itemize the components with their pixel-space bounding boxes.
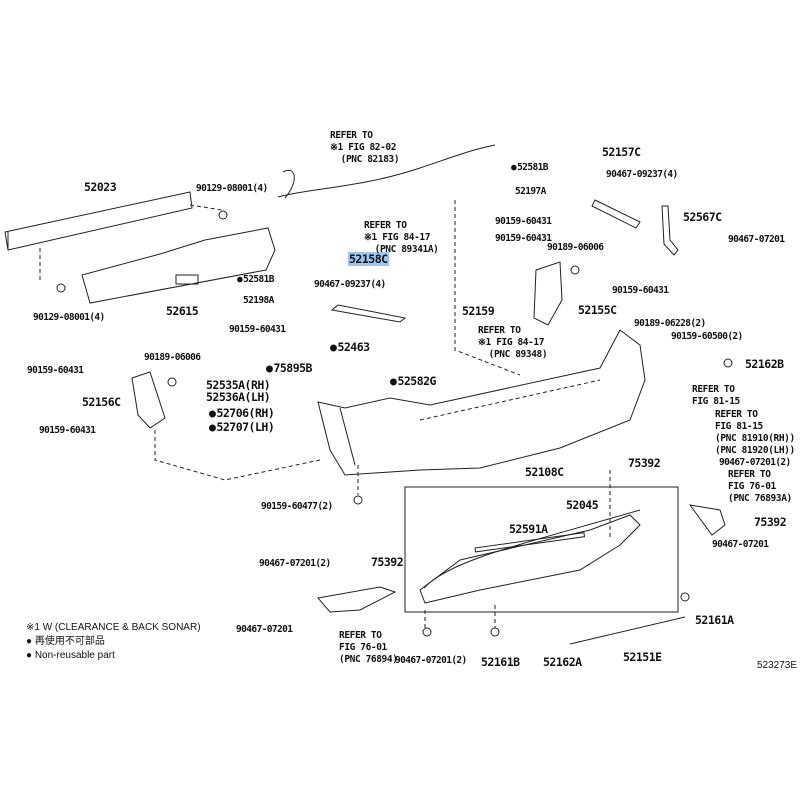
refer-fig-84-17-89348[interactable]: REFER TO ※1 FIG 84-17 (PNC 89348) xyxy=(478,325,548,360)
part-90467-09237-b[interactable]: 90467-09237(4) xyxy=(606,169,678,180)
part-52197A[interactable]: 52197A xyxy=(515,186,546,197)
part-90189-06228[interactable]: 90189-06228(2) xyxy=(634,318,706,329)
part-90159-60431-f[interactable]: 90159-60431 xyxy=(39,425,96,436)
part-90159-60431-c[interactable]: 90159-60431 xyxy=(495,233,552,244)
part-90467-07201-b2[interactable]: 90467-07201(2) xyxy=(395,655,467,666)
part-90159-60431-d[interactable]: 90159-60431 xyxy=(612,285,669,296)
part-52536A-lh[interactable]: 52536A(LH) xyxy=(206,390,271,404)
part-90467-07201-r2[interactable]: 90467-07201(2) xyxy=(719,457,791,468)
part-90129-08001-upper[interactable]: 90129-08001(4) xyxy=(196,183,268,194)
legend-note-w: ※1 W (CLEARANCE & BACK SONAR) xyxy=(26,622,201,633)
part-52591A[interactable]: 52591A xyxy=(509,522,548,536)
part-52615[interactable]: 52615 xyxy=(166,304,199,318)
part-52108C[interactable]: 52108C xyxy=(525,465,564,479)
part-75392-left[interactable]: 75392 xyxy=(371,555,404,569)
part-52535A-rh[interactable]: 52535A(RH) xyxy=(206,378,271,392)
part-90189-06006-b[interactable]: 90189-06006 xyxy=(144,352,201,363)
refer-fig-81-15-b[interactable]: REFER TO FIG 81-15 (PNC 81910(RH)) (PNC … xyxy=(715,409,795,456)
lower-moulding-shape xyxy=(569,616,686,645)
part-75392-center[interactable]: 75392 xyxy=(628,456,661,470)
part-90159-60431-e[interactable]: 90159-60431 xyxy=(27,365,84,376)
legend: ※1 W (CLEARANCE & BACK SONAR) ● 再使用不可部品 … xyxy=(26,621,201,663)
part-90467-07201-l[interactable]: 90467-07201 xyxy=(236,624,293,635)
part-52161A[interactable]: 52161A xyxy=(695,613,734,627)
figure-code: 523273E xyxy=(757,660,798,671)
side-retainer-right-shape xyxy=(591,199,641,229)
bumper-side-bracket-left xyxy=(131,371,166,429)
part-52155C[interactable]: 52155C xyxy=(578,303,617,317)
part-90159-60431-b[interactable]: 90159-60431 xyxy=(495,216,552,227)
part-52158C[interactable]: 52158C xyxy=(348,252,389,266)
lower-cover-group-box xyxy=(404,486,679,613)
part-52157C[interactable]: 52157C xyxy=(602,145,641,159)
part-75895B[interactable]: 75895B xyxy=(266,362,312,375)
legend-non-reusable-jp: ● 再使用不可部品 xyxy=(26,636,105,647)
part-90467-07201-l2[interactable]: 90467-07201(2) xyxy=(259,558,331,569)
part-52198A[interactable]: 52198A xyxy=(243,295,274,306)
part-90467-07201-r[interactable]: 90467-07201 xyxy=(712,539,769,550)
part-52463[interactable]: 52463 xyxy=(330,341,370,354)
part-90159-60500[interactable]: 90159-60500(2) xyxy=(671,331,743,342)
part-52151E[interactable]: 52151E xyxy=(623,650,662,664)
part-52162A[interactable]: 52162A xyxy=(543,655,582,669)
rear-bumper-cover-shape xyxy=(317,329,646,476)
part-52023[interactable]: 52023 xyxy=(84,180,117,194)
part-52161B[interactable]: 52161B xyxy=(481,655,520,669)
part-52567C[interactable]: 52567C xyxy=(683,210,722,224)
refer-fig-76-01-76893a[interactable]: REFER TO FIG 76-01 (PNC 76893A) xyxy=(728,469,792,504)
part-52045[interactable]: 52045 xyxy=(566,498,599,512)
part-90467-09237-a[interactable]: 90467-09237(4) xyxy=(314,279,386,290)
part-90467-07201-a[interactable]: 90467-07201 xyxy=(728,234,785,245)
part-90159-60431-a[interactable]: 90159-60431 xyxy=(229,324,286,335)
part-52581B-left[interactable]: 52581B xyxy=(237,275,274,285)
part-52582G[interactable]: 52582G xyxy=(390,375,436,388)
part-90159-60477[interactable]: 90159-60477(2) xyxy=(261,501,333,512)
wire-harness-shape xyxy=(277,144,496,198)
part-52581B-right[interactable]: 52581B xyxy=(511,163,548,173)
refer-fig-81-15-a[interactable]: REFER TO FIG 81-15 xyxy=(692,384,740,407)
part-90189-06006-a[interactable]: 90189-06006 xyxy=(547,242,604,253)
part-90129-08001-lower[interactable]: 90129-08001(4) xyxy=(33,312,105,323)
refer-fig-84-17-89341a[interactable]: REFER TO ※1 FIG 84-17 (PNC 89341A) xyxy=(364,220,439,255)
part-52707-lh[interactable]: 52707(LH) xyxy=(209,421,274,434)
part-52159[interactable]: 52159 xyxy=(462,304,495,318)
part-52162B[interactable]: 52162B xyxy=(745,357,784,371)
rear-bumper-reinforcement-shape xyxy=(4,191,193,251)
bumper-side-bracket-right xyxy=(533,261,563,326)
refer-fig-76-01-76894[interactable]: REFER TO FIG 76-01 (PNC 76894) xyxy=(339,630,398,665)
side-retainer-left-shape xyxy=(330,304,407,323)
energy-absorber-shape xyxy=(81,227,276,304)
part-75392-right[interactable]: 75392 xyxy=(754,515,787,529)
part-52706-rh[interactable]: 52706(RH) xyxy=(209,407,274,420)
part-52156C[interactable]: 52156C xyxy=(82,395,121,409)
legend-non-reusable-en: ● Non-reusable part xyxy=(26,650,115,661)
refer-fig-82-02[interactable]: REFER TO ※1 FIG 82-02 (PNC 82183) xyxy=(330,130,400,165)
